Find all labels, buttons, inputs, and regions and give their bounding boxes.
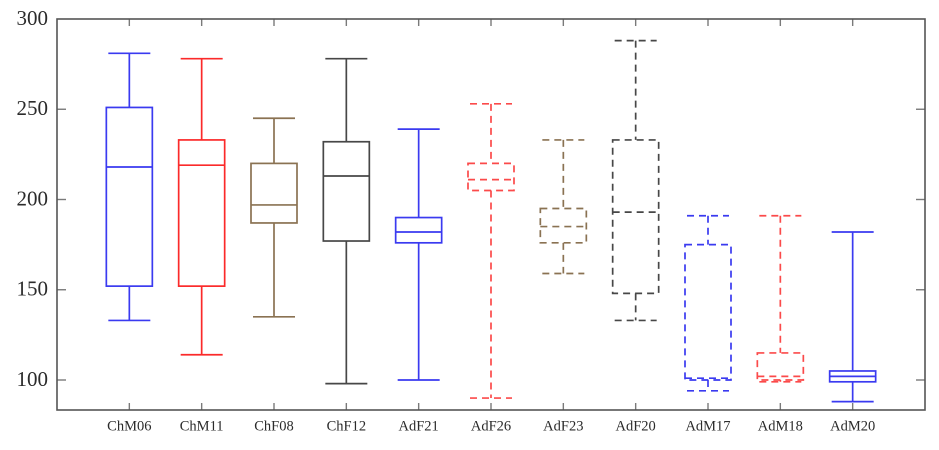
x-axis-tick-labels: ChM06 ChM11 ChF08 ChF12 AdF21 AdF26 AdF23 AdF20…: [107, 419, 875, 435]
y-tick-label: 250: [17, 96, 49, 120]
y-tick-label: 200: [17, 186, 49, 210]
y-tick-label: 100: [17, 367, 49, 391]
box-iqr-rect: [394, 216, 443, 244]
axis-frame: [56, 18, 926, 411]
x-tick-label-adm18: AdM18: [758, 419, 803, 435]
box-plot-adm20: [828, 231, 877, 403]
x-tick-label-chf08: ChF08: [254, 419, 294, 435]
box-plot-adf21: [394, 128, 443, 381]
x-tick-label-adf21: AdF21: [399, 419, 439, 435]
box-iqr-rect: [539, 207, 588, 244]
x-tick-label-adf26: AdF26: [471, 419, 511, 435]
x-tick-label-chm11: ChM11: [180, 419, 224, 435]
box-iqr-rect: [467, 162, 515, 192]
box-iqr-rect: [684, 243, 732, 381]
y-axis-tick-marks: [57, 108, 925, 381]
box-plot-adf20: [611, 39, 660, 322]
x-tick-label-adm17: AdM17: [685, 419, 730, 435]
box-plot-chm11: [177, 57, 226, 356]
box-iqr-rect: [105, 106, 154, 287]
box-plot-adf26: [467, 102, 515, 399]
box-plot-adm17: [684, 214, 732, 392]
y-axis-tick-labels: 100 150 200 250 300: [17, 6, 49, 391]
box-iqr-rect: [177, 139, 226, 287]
box-plot-adf23: [539, 139, 588, 275]
x-tick-label-chf12: ChF12: [327, 419, 367, 435]
box-iqr-rect: [611, 139, 660, 295]
box-plot-chf08: [250, 117, 298, 318]
box-iqr-rect: [322, 140, 371, 242]
box-plot-adm18: [756, 214, 805, 383]
x-tick-label-adm20: AdM20: [830, 419, 875, 435]
box-iqr-rect: [250, 162, 298, 224]
x-axis-tick-marks: [128, 19, 854, 410]
x-tick-label-adf20: AdF20: [616, 419, 656, 435]
box-plot-chm06: [105, 52, 154, 322]
y-tick-label: 150: [17, 277, 49, 301]
x-tick-label-adf23: AdF23: [543, 419, 583, 435]
box-plot-series: [105, 39, 877, 403]
x-tick-label-chm06: ChM06: [107, 419, 151, 435]
box-iqr-rect: [756, 352, 805, 381]
box-plot-chf12: [322, 57, 371, 385]
y-tick-label: 300: [17, 6, 49, 30]
